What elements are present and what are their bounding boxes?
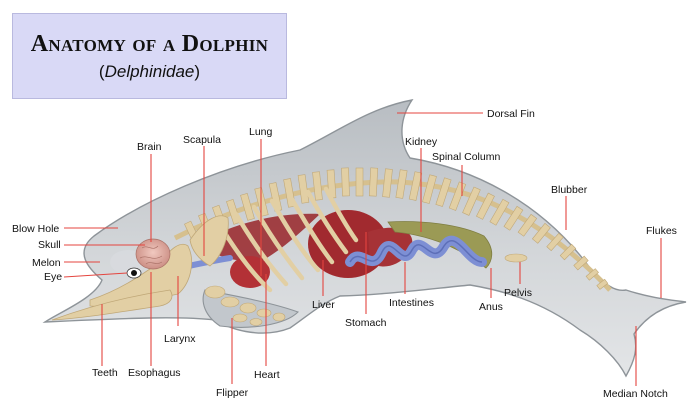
subtitle-paren-close: ) (194, 62, 201, 81)
label-blow-hole: Blow Hole (12, 223, 59, 235)
brain-folds (139, 245, 163, 265)
label-esophagus: Esophagus (128, 367, 181, 379)
brain-organ (135, 238, 171, 270)
label-stomach: Stomach (345, 317, 387, 329)
label-scapula: Scapula (183, 134, 221, 146)
diagram-subtitle: (Delphinidae) (13, 62, 286, 82)
label-brain: Brain (137, 141, 162, 153)
diagram-title: Anatomy of a Dolphin (30, 31, 269, 57)
label-median-notch: Median Notch (603, 388, 668, 400)
label-heart: Heart (254, 369, 280, 381)
label-anus: Anus (479, 301, 503, 313)
label-liver: Liver (312, 299, 335, 311)
label-spinal-column: Spinal Column (432, 151, 500, 163)
label-teeth: Teeth (92, 367, 118, 379)
label-eye: Eye (44, 271, 62, 283)
pelvis-bone (504, 253, 528, 263)
label-pelvis: Pelvis (504, 287, 532, 299)
label-intestines: Intestines (389, 297, 434, 309)
label-flipper: Flipper (216, 387, 249, 399)
scapula-bone (189, 215, 229, 267)
pupil (131, 270, 137, 276)
spinal-column (173, 167, 612, 292)
lung-organ (200, 213, 320, 262)
flipper-bones (204, 285, 286, 326)
label-kidney: Kidney (405, 136, 438, 148)
subtitle-paren-open: ( (98, 62, 105, 81)
label-dorsal-fin: Dorsal Fin (487, 108, 535, 120)
intestines-outline (349, 240, 483, 263)
kidney-organ (387, 221, 493, 269)
label-melon: Melon (32, 257, 61, 269)
label-larynx: Larynx (164, 333, 196, 345)
label-blubber: Blubber (551, 184, 588, 196)
labels: Dorsal Fin Kidney Spinal Column Blubber … (12, 108, 677, 400)
label-lung: Lung (249, 126, 273, 138)
leader-lines (63, 112, 662, 386)
title-box: Anatomy of a Dolphin (Delphinidae) (12, 13, 287, 99)
latin-name: Delphinidae (104, 62, 195, 81)
label-skull: Skull (38, 239, 61, 251)
label-flukes: Flukes (646, 225, 677, 237)
